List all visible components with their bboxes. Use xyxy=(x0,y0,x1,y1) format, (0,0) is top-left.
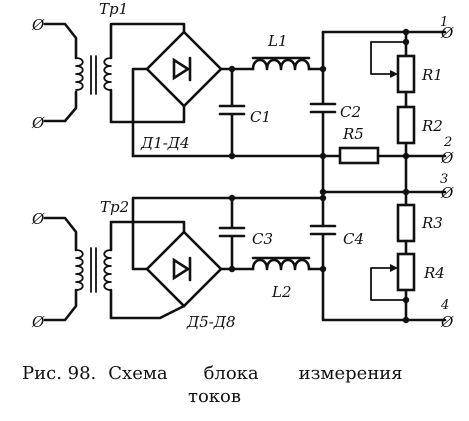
wire-l2-out xyxy=(307,267,447,322)
label-r2: R2 xyxy=(421,117,443,135)
input-terminal-1a: Ø xyxy=(31,16,45,34)
terminal-1-label: 1 xyxy=(440,15,448,30)
caption-word-currents: токов xyxy=(188,386,242,407)
wire-input-bottom xyxy=(43,90,78,123)
wire-tr2-secondary-top xyxy=(109,220,186,252)
wire-tr1-secondary-bottom xyxy=(109,88,186,124)
label-l1: L1 xyxy=(267,32,288,50)
caption-word-block: блока xyxy=(203,363,259,384)
caption-word-measurement: измерения xyxy=(298,363,403,384)
label-l2: L2 xyxy=(271,283,292,301)
diode-bridge-d5-d8 xyxy=(145,230,223,308)
caption-word-scheme: Схема xyxy=(108,363,168,384)
terminal-3-label: 3 xyxy=(440,172,448,187)
capacitor-c3: C3 xyxy=(218,196,273,271)
wire-bridge2-left xyxy=(131,196,325,271)
terminal-1-symbol: Ø xyxy=(440,24,454,42)
resistor-r3: R3 xyxy=(396,203,443,243)
label-c1: C1 xyxy=(250,108,271,126)
terminal-4-symbol: Ø xyxy=(440,313,454,331)
transformer-tr1: Тр1 xyxy=(75,0,128,95)
label-r5: R5 xyxy=(342,125,364,143)
terminal-4-label: 4 xyxy=(440,298,449,313)
label-r1: R1 xyxy=(421,66,443,84)
capacitor-c1: C1 xyxy=(218,67,271,158)
transformer-tr2: Тр2 xyxy=(75,198,129,293)
wire-tr2-secondary-bottom xyxy=(109,288,186,320)
resistor-r5: R5 xyxy=(338,125,380,165)
terminal-2-symbol: Ø xyxy=(440,149,454,167)
input-terminal-2a: Ø xyxy=(31,210,45,228)
caption-figure-number: Рис. 98. xyxy=(22,363,97,384)
resistor-r4: R4 xyxy=(396,252,445,292)
resistor-r2: R2 xyxy=(396,105,443,145)
resistor-r1: R1 xyxy=(396,54,443,94)
label-c4: C4 xyxy=(343,230,364,248)
upper-channel: Ø Ø Тр1 Д1-Д4 L1 xyxy=(31,0,454,167)
wire-bridge-left xyxy=(131,67,149,158)
label-tr2: Тр2 xyxy=(100,198,129,216)
r1-wiper xyxy=(370,41,407,75)
r4-wiper xyxy=(370,267,407,301)
common-bus: 3 Ø xyxy=(319,154,454,202)
label-c3: C3 xyxy=(252,230,273,248)
figure-caption-line2: токов xyxy=(188,386,241,407)
inductor-l2: L2 xyxy=(251,256,311,301)
lower-channel: Ø Ø Тр2 Д5-Д8 C3 C xyxy=(31,190,454,331)
label-c2: C2 xyxy=(340,103,361,121)
capacitor-c2: C2 xyxy=(309,67,361,158)
input-terminal-2b: Ø xyxy=(31,313,45,331)
label-r3: R3 xyxy=(421,214,443,232)
terminal-3-symbol: Ø xyxy=(440,184,454,202)
inductor-l1: L1 xyxy=(251,32,311,71)
wire-input2-bottom xyxy=(43,288,78,322)
wire-input-top xyxy=(43,22,78,60)
input-terminal-1b: Ø xyxy=(31,114,45,132)
label-tr1: Тр1 xyxy=(99,0,128,18)
wire-input2-top xyxy=(43,216,78,252)
wire-tr1-secondary-top xyxy=(109,22,186,60)
diode-bridge-d1-d4 xyxy=(145,30,223,108)
figure-caption-line1: Рис. 98. Схема блока измерения xyxy=(22,363,403,384)
label-r4: R4 xyxy=(423,264,445,282)
terminal-2-label: 2 xyxy=(443,135,452,150)
label-d5-d8: Д5-Д8 xyxy=(186,313,236,331)
capacitor-c4: C4 xyxy=(309,196,364,271)
label-d1-d4: Д1-Д4 xyxy=(140,134,190,152)
